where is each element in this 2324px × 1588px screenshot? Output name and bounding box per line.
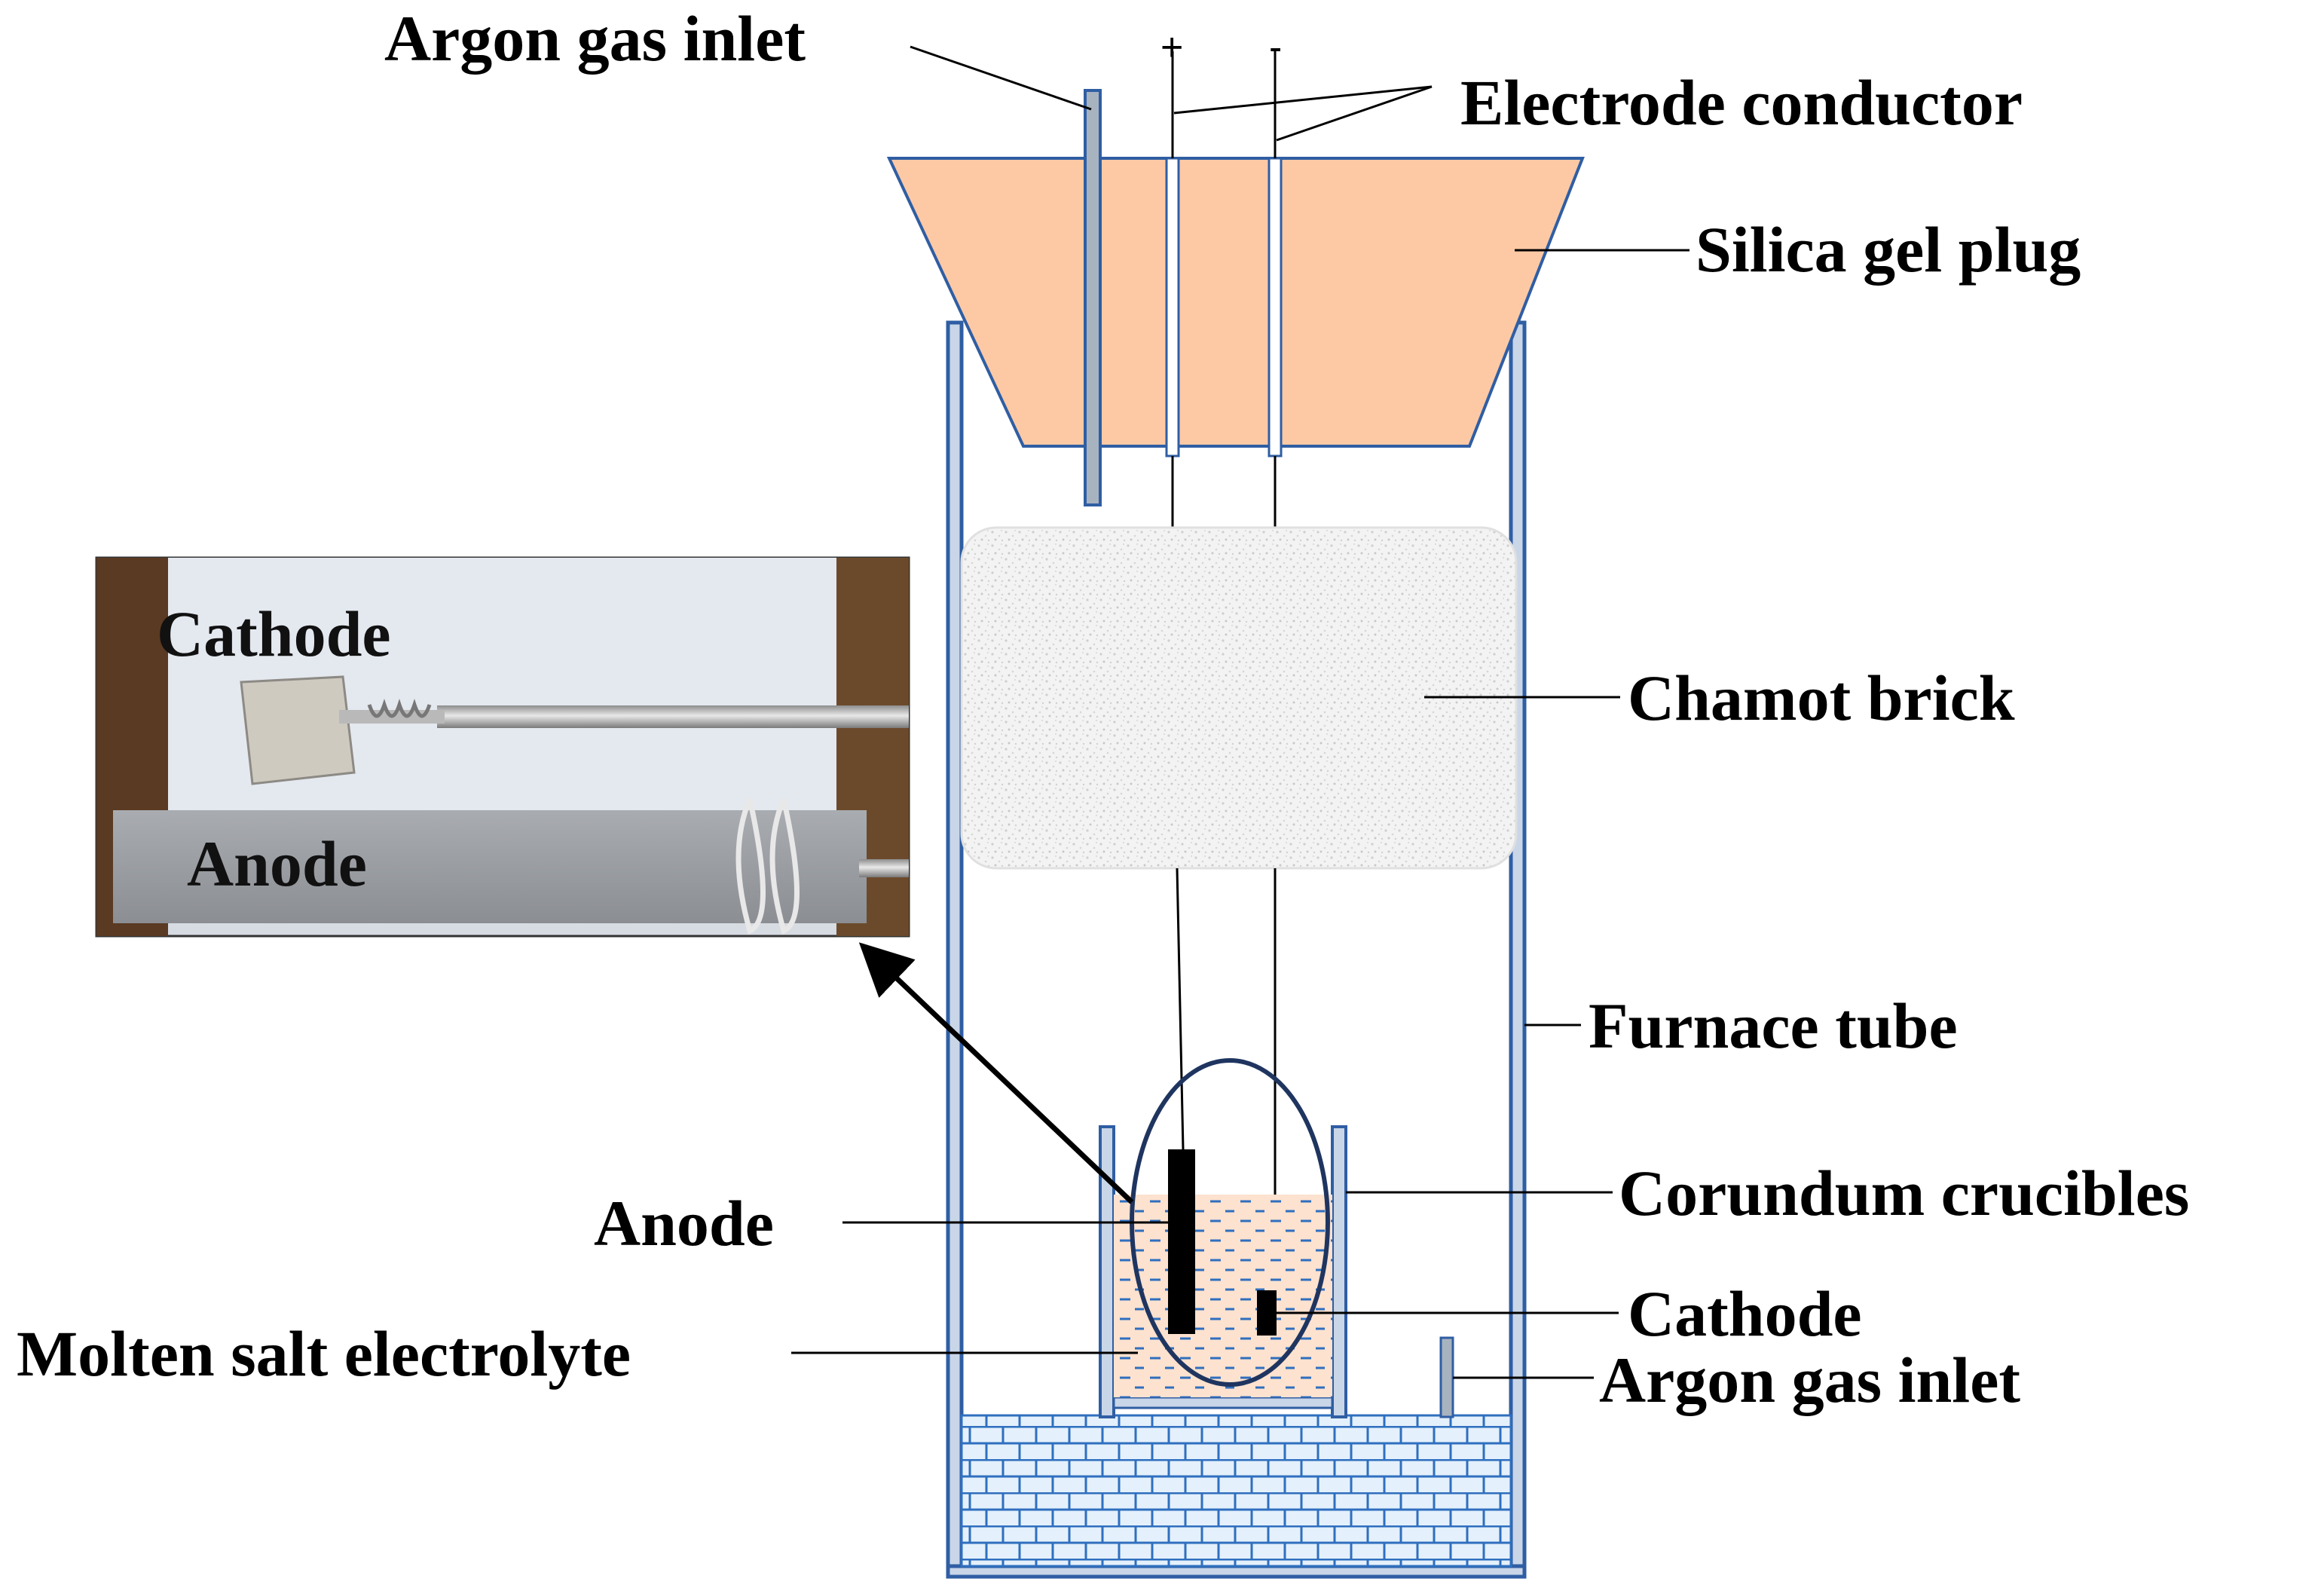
inset-anode-label: Anode — [187, 828, 367, 900]
leader-electrode-conductor-1 — [1173, 85, 1433, 115]
furnace-tube-right-wall — [1509, 320, 1527, 1577]
anode-electrode — [1168, 1149, 1195, 1334]
inset-cathode-label: Cathode — [157, 598, 391, 670]
furnace-tube-left-wall — [946, 320, 964, 1577]
label-minus-sign: - — [1269, 26, 1282, 69]
electrode-inset-photo — [95, 556, 910, 938]
crucible-right-wall — [1331, 1125, 1347, 1418]
label-molten-salt-electrolyte: Molten salt electrolyte — [17, 1317, 631, 1390]
label-furnace-tube: Furnace tube — [1589, 990, 1958, 1062]
electrode-conductor-negative — [1267, 157, 1283, 457]
argon-inlet-tube-bottom — [1439, 1336, 1454, 1418]
leader-electrode-conductor-2 — [1276, 85, 1433, 142]
silica-gel-plug — [886, 157, 1585, 448]
label-argon-gas-inlet-bottom: Argon gas inlet — [1599, 1344, 2020, 1416]
label-chamot-brick: Chamot brick — [1628, 662, 2015, 734]
electrode-conductor-positive — [1165, 157, 1180, 457]
leader-argon-top — [910, 45, 1092, 111]
furnace-tube-bottom — [946, 1564, 1527, 1579]
cathode-electrode — [1257, 1290, 1277, 1336]
label-corundum-crucibles: Corundum crucibles — [1619, 1157, 2189, 1229]
label-anode: Anode — [594, 1187, 774, 1259]
crucible-left-wall — [1099, 1125, 1115, 1418]
callout-arrow — [858, 942, 1134, 1204]
label-electrode-conductor: Electrode conductor — [1460, 66, 2023, 139]
argon-inlet-tube-top — [1084, 89, 1102, 506]
anode-wire — [1176, 867, 1185, 1150]
crucible-bottom — [1112, 1396, 1334, 1409]
label-plus-sign: + — [1160, 26, 1183, 69]
molten-salt-electrolyte — [1114, 1195, 1332, 1397]
label-argon-gas-inlet-top: Argon gas inlet — [384, 2, 806, 75]
furnace-bath — [960, 1414, 1512, 1568]
label-cathode: Cathode — [1628, 1277, 1862, 1350]
label-silica-gel-plug: Silica gel plug — [1696, 213, 2081, 286]
